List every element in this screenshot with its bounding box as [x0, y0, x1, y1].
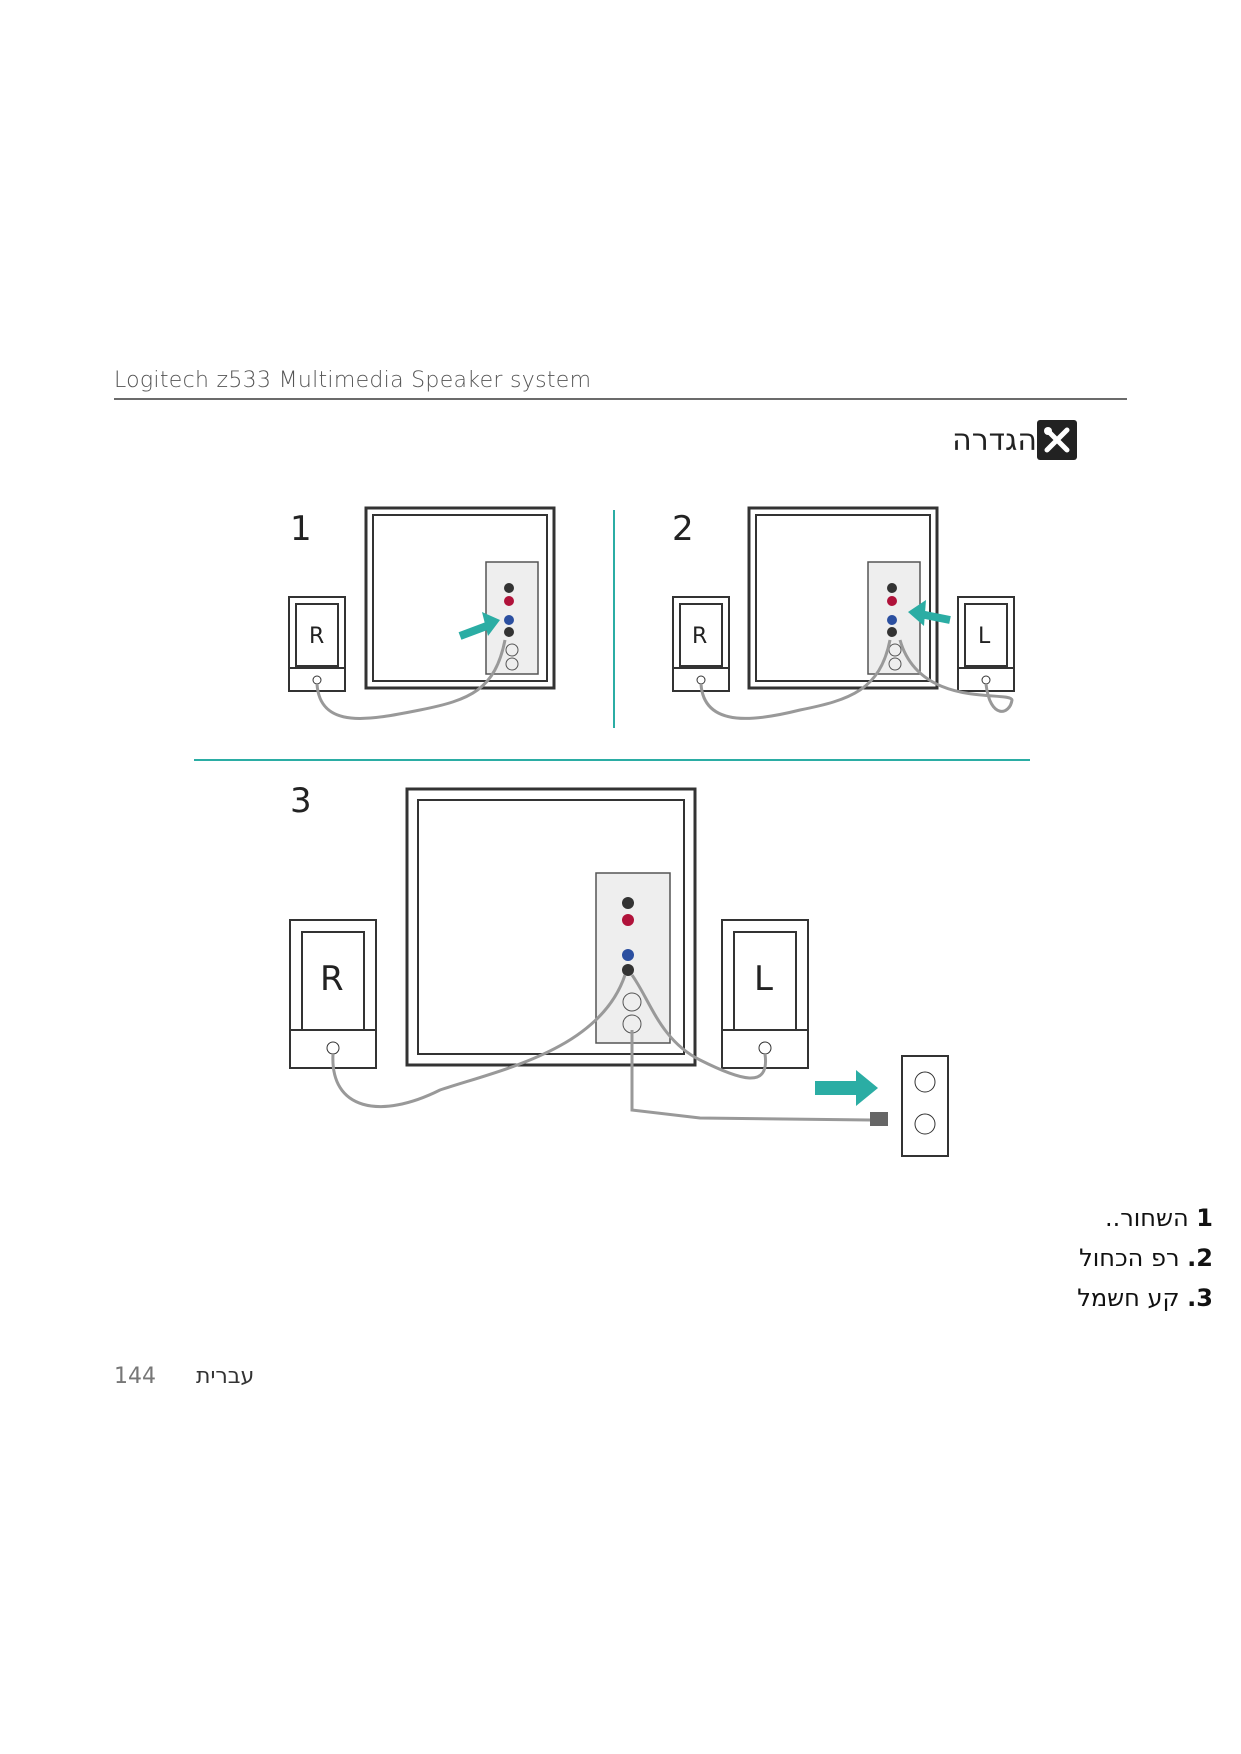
subwoofer-1 — [364, 506, 556, 690]
step-text-1: השחור.. — [1104, 1204, 1189, 1232]
setup-steps: 1 השחור.. 2. רפ הכחול 3. קע חשמל — [1077, 1198, 1213, 1318]
panel-label-3: 3 — [290, 781, 312, 821]
speaker-left-3 — [721, 919, 809, 1069]
subwoofer-2 — [747, 506, 939, 690]
speaker-label-l-3: L — [754, 959, 773, 999]
step-number-1: 1 — [1196, 1204, 1213, 1232]
panel-label-1: 1 — [290, 509, 312, 549]
wall-outlet — [901, 1055, 949, 1157]
speaker-right-1 — [288, 596, 346, 692]
speaker-right-3 — [289, 919, 377, 1069]
document-header-title: Logitech z533 Multimedia Speaker system — [114, 368, 592, 393]
speaker-label-r-2: R — [692, 624, 707, 649]
sub-panel-2 — [867, 561, 921, 675]
power-plug — [870, 1112, 888, 1126]
speaker-label-r-1: R — [309, 624, 324, 649]
section-heading-text: הגדרה — [952, 422, 1037, 458]
step-2: 2. רפ הכחול — [1077, 1238, 1213, 1278]
footer-language: עברית — [196, 1364, 255, 1389]
step-text-3: קע חשמל — [1077, 1284, 1180, 1312]
subwoofer-3 — [405, 787, 697, 1067]
speaker-label-r-3: R — [320, 959, 344, 999]
sub-panel-1 — [485, 561, 539, 675]
step-1: 1 השחור.. — [1077, 1198, 1213, 1238]
step-3: 3. קע חשמל — [1077, 1278, 1213, 1318]
speaker-label-l-2: L — [978, 624, 991, 649]
speaker-left-2 — [957, 596, 1015, 692]
speaker-right-2 — [672, 596, 730, 692]
section-heading: הגדרה — [952, 420, 1077, 460]
sub-panel-3 — [595, 872, 671, 1044]
tools-icon — [1037, 420, 1077, 460]
page-number: 144 — [114, 1364, 156, 1389]
step-number-2: 2. — [1187, 1244, 1213, 1272]
step-text-2: רפ הכחול — [1079, 1244, 1180, 1272]
panel-label-2: 2 — [672, 509, 694, 549]
step-number-3: 3. — [1187, 1284, 1213, 1312]
header-divider — [114, 398, 1127, 400]
